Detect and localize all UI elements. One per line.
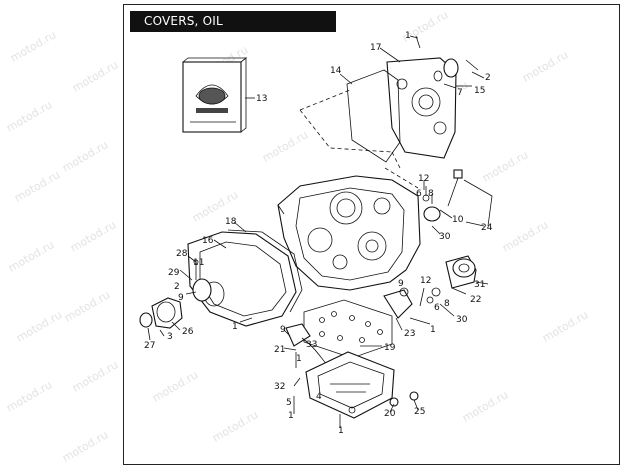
callout-12: 12: [420, 276, 431, 286]
crankcase: [277, 175, 421, 291]
callout-1: 1: [338, 426, 344, 436]
callout-30: 30: [456, 315, 468, 325]
callout-1: 1: [296, 354, 302, 364]
callout-3: 3: [167, 332, 173, 342]
callout-21: 21: [274, 345, 285, 355]
callout-9: 9: [178, 293, 184, 303]
cam-cover: [386, 57, 457, 159]
callout-1: 1: [288, 411, 294, 421]
callout-16: 16: [202, 236, 214, 246]
callout-1: 1: [430, 325, 436, 335]
callout-23: 23: [404, 329, 415, 339]
gasket-kit-package: [182, 57, 248, 133]
callout-10: 10: [452, 215, 464, 225]
oil-pan-gasket: [303, 299, 393, 359]
cam-cover-gasket: [346, 69, 401, 163]
diagram-title: COVERS, OIL PAN/FILTER/PICKUP: [130, 11, 336, 49]
callout-28: 28: [176, 249, 188, 259]
callout-17: 17: [370, 43, 381, 53]
callout-32: 32: [274, 382, 285, 392]
callout-27: 27: [144, 341, 155, 351]
callout-18: 18: [225, 217, 237, 227]
inspection-cover: [139, 297, 183, 337]
callout-22: 22: [470, 295, 481, 305]
drain-plug: [389, 391, 419, 407]
callout-labels: 13 14 17 1 2 15 7 18 16 12 6 8 10 24 30 …: [144, 31, 493, 436]
callout-9: 9: [398, 279, 404, 289]
callout-19: 19: [384, 343, 396, 353]
oil-filter: [419, 255, 477, 307]
derby-cover: [192, 259, 212, 302]
callout-29: 29: [168, 268, 180, 278]
callout-1: 1: [232, 322, 238, 332]
callout-5: 5: [286, 398, 292, 408]
callout-1: 1: [405, 31, 411, 41]
leader-lines: [147, 35, 489, 413]
diagram-panel: [123, 4, 620, 465]
callout-33: 33: [306, 340, 317, 350]
dipstick: [447, 169, 493, 227]
primary-cover-gasket: [227, 229, 303, 313]
callout-7: 7: [457, 88, 463, 98]
callout-30: 30: [439, 232, 451, 242]
callout-6: 6: [416, 189, 422, 199]
callout-14: 14: [330, 66, 342, 76]
callout-31: 31: [474, 280, 485, 290]
callout-20: 20: [384, 409, 396, 419]
callout-13: 13: [256, 94, 267, 104]
callout-11: 11: [193, 258, 204, 268]
seal-and-oring: [433, 58, 479, 82]
callout-15: 15: [474, 86, 485, 96]
callout-8: 8: [428, 189, 434, 199]
callout-9: 9: [280, 325, 286, 335]
callout-6: 6: [434, 303, 440, 313]
callout-25: 25: [414, 407, 425, 417]
callout-4: 4: [316, 392, 322, 402]
oil-pan: [305, 351, 395, 419]
breather-fitting: [422, 186, 441, 222]
callout-8: 8: [444, 299, 450, 309]
callout-12: 12: [418, 174, 429, 184]
oil-line-bracket: [383, 287, 413, 319]
callout-26: 26: [182, 327, 194, 337]
callout-2: 2: [485, 73, 491, 83]
callout-24: 24: [481, 223, 493, 233]
callout-2: 2: [174, 282, 180, 292]
